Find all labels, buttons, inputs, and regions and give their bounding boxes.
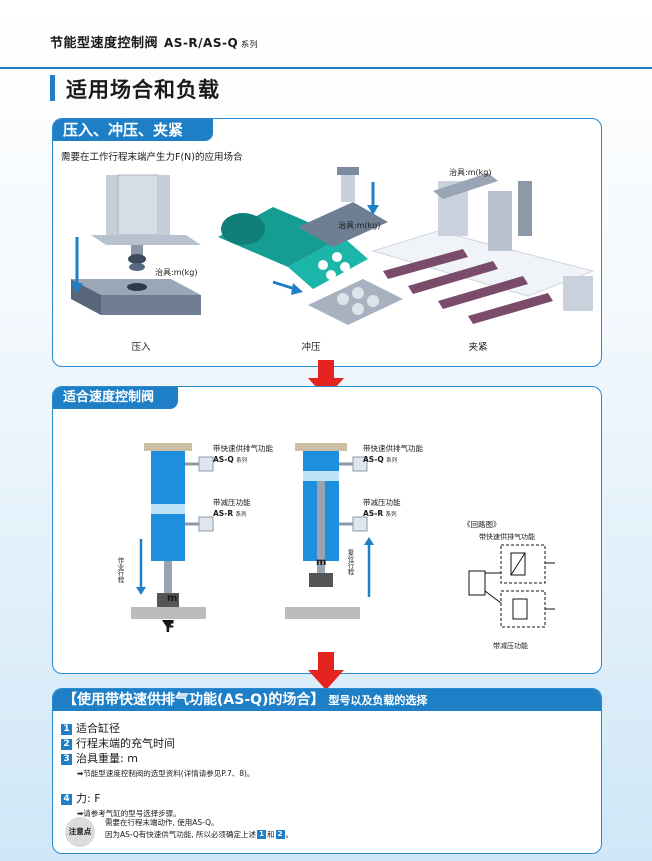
clamping-illustration <box>371 173 595 324</box>
selection-item-1: 1 适合缸径 <box>61 721 254 736</box>
item-4-note: ➡请参考气缸的型号选择步骤。 <box>77 809 181 818</box>
selection-tab-subtitle: 型号以及负载的选择 <box>328 694 428 707</box>
selection-item-4: 4 力: F <box>61 791 254 806</box>
valve-r-name-1: 带减压功能 <box>213 498 251 507</box>
return-stroke-label: 复位行程 <box>346 549 354 575</box>
valve-q-suffix-1: 系列 <box>236 458 248 464</box>
circuit-bottom-label: 带减压功能 <box>493 642 528 650</box>
caution-line-2-text: 因为AS-Q有快速供气功能, 所以必须确定上述 <box>105 830 257 839</box>
selection-tab: 【使用带快速供排气功能(AS-Q)的场合】型号以及负载的选择 <box>53 689 601 711</box>
item-3-number: 3 <box>61 754 72 765</box>
item-3-note: ➡节能型速度控制阀的选型资料(详情请参见P.7、8)。 <box>77 769 255 778</box>
force-label: F <box>165 620 175 636</box>
punching-illustration <box>218 167 403 325</box>
circuit-top-label: 带快速供排气功能 <box>479 533 535 541</box>
item-4-text: 力: F <box>76 792 101 805</box>
valve-r-label-2: 带减压功能 AS-R 系列 <box>363 497 401 521</box>
valve-r-suffix-1: 系列 <box>235 512 247 518</box>
header-title-text: 节能型速度控制阀 <box>50 36 159 51</box>
item-4-number: 4 <box>61 794 72 805</box>
press-fit-jig-label: 治具:m(kg) <box>155 268 198 277</box>
application-description: 需要在工作行程末端产生力F(N)的应用场合 <box>61 152 243 163</box>
valve-q-label-1: 带快速供排气功能 AS-Q 系列 <box>213 443 273 467</box>
press-fit-caption: 压入 <box>131 342 151 353</box>
application-tab: 压入、冲压、夹紧 <box>53 119 213 141</box>
flow-arrow-2 <box>308 652 344 690</box>
section-title: 适用场合和负载 <box>66 78 220 102</box>
valve-r-label-1: 带减压功能 AS-R 系列 <box>213 497 251 521</box>
cylinder-retracted-diagram <box>285 443 374 619</box>
work-stroke-label: 作业行程 <box>116 557 124 583</box>
mass-label-1: m <box>167 593 178 604</box>
selection-tab-title: 【使用带快速供排气功能(AS-Q)的场合】 <box>63 692 325 708</box>
valve-box: 适合速度控制阀 m F 作业行程 带快速供排气功能 AS-Q 系列 带减压功能 … <box>52 386 602 674</box>
clamping-caption: 夹紧 <box>468 342 488 353</box>
caution-and: 和 <box>267 830 275 839</box>
caution-badge: 注意点 <box>65 817 95 847</box>
valve-r-suffix-2: 系列 <box>385 512 397 518</box>
selection-item-2: 2 行程末端的充气时间 <box>61 736 254 751</box>
header-divider <box>0 67 652 69</box>
application-box: 压入、冲压、夹紧 需要在工作行程末端产生力F(N)的应用场合 治具:m(kg) … <box>52 118 602 367</box>
valve-q-label-2: 带快速供排气功能 AS-Q 系列 <box>363 443 423 467</box>
valve-q-series-1: AS-Q <box>213 455 234 464</box>
item-2-text: 行程末端的充气时间 <box>76 737 175 750</box>
selection-item-3: 3 治具重量: m <box>61 751 254 766</box>
valve-r-name-2: 带减压功能 <box>363 498 401 507</box>
item-2-number: 2 <box>61 739 72 750</box>
valve-r-series-1: AS-R <box>213 509 234 518</box>
item-1-text: 适合缸径 <box>76 722 120 735</box>
valve-r-series-2: AS-R <box>363 509 384 518</box>
circuit-diagram <box>468 544 555 628</box>
mass-label-2: m <box>316 557 327 568</box>
selection-box: 【使用带快速供排气功能(AS-Q)的场合】型号以及负载的选择 1 适合缸径 2 行程… <box>52 688 602 854</box>
cylinder-extended-diagram <box>131 443 214 629</box>
item-3-text: 治具重量: m <box>76 752 138 765</box>
press-fit-illustration <box>71 174 201 315</box>
item-1-number: 1 <box>61 724 72 735</box>
valve-q-name-2: 带快速供排气功能 <box>363 444 423 453</box>
valve-tab: 适合速度控制阀 <box>53 387 178 409</box>
valve-q-name-1: 带快速供排气功能 <box>213 444 273 453</box>
circuit-title: 《回路图》 <box>463 520 501 529</box>
punching-caption: 冲压 <box>301 342 321 353</box>
caution-line-1: 需要在行程末端动作, 使用AS-Q。 <box>105 818 219 827</box>
section-accent-bar <box>50 75 55 101</box>
valve-q-suffix-2: 系列 <box>386 458 398 464</box>
caution-end: 。 <box>285 830 294 839</box>
valve-q-series-2: AS-Q <box>363 455 384 464</box>
header-series-suffix: 系列 <box>241 40 259 49</box>
header-series: AS-R/AS-Q <box>164 36 239 50</box>
caution-ref-2: 2 <box>275 830 285 839</box>
clamping-jig-label: 治具:m(kg) <box>449 168 492 177</box>
caution-text: 需要在行程末端动作, 使用AS-Q。 因为AS-Q有快速供气功能, 所以必须确定… <box>105 817 293 841</box>
caution-ref-1: 1 <box>257 830 267 839</box>
punching-jig-label: 治具:m(kg) <box>338 221 381 230</box>
selection-list: 1 适合缸径 2 行程末端的充气时间 3 治具重量: m ➡节能型速度控制阀的选型资料… <box>61 721 254 821</box>
